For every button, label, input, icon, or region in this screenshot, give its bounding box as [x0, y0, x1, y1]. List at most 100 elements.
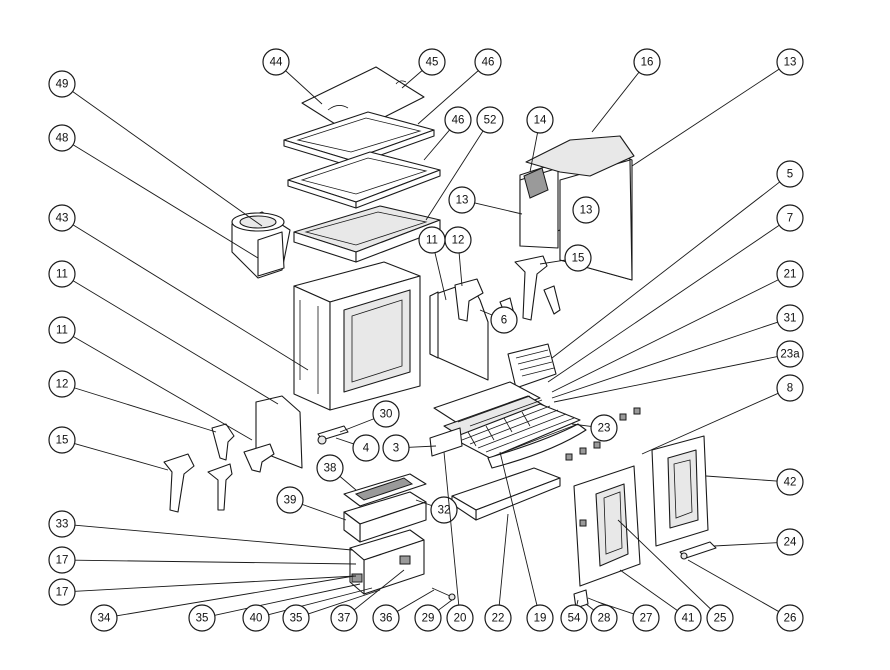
callout-17: 17	[48, 546, 357, 574]
part-42-right-door	[651, 435, 709, 547]
callout-4: 4	[335, 434, 380, 462]
callout-number: 19	[534, 613, 547, 625]
leader-line	[408, 445, 437, 448]
callout-11: 11	[48, 260, 279, 405]
callout-20: 20	[443, 451, 474, 632]
callout-26: 26	[687, 559, 804, 632]
callout-28: 28	[585, 603, 618, 632]
callout-number: 11	[56, 269, 68, 281]
callout-circle	[418, 48, 446, 76]
callout-12: 12	[444, 226, 472, 287]
callout-number: 23a	[780, 349, 800, 361]
leader-line	[438, 599, 453, 611]
callout-3: 3	[382, 434, 437, 462]
callout-33: 33	[48, 510, 353, 551]
callout-12: 12	[48, 370, 217, 433]
leader-line	[302, 503, 347, 521]
callout-number: 6	[501, 315, 507, 327]
leader-line	[214, 583, 361, 616]
leader-line	[339, 476, 357, 491]
callout-circle	[564, 244, 592, 272]
callout-7: 7	[547, 204, 804, 383]
callout-circle	[282, 604, 310, 632]
callout-circle	[776, 160, 804, 188]
leader-line	[72, 224, 309, 371]
part-45-handle	[327, 80, 407, 111]
leader-line	[576, 599, 579, 606]
callout-16: 16	[591, 48, 661, 133]
callout-circle	[526, 106, 554, 134]
callout-13: 13	[448, 186, 523, 215]
leader-line	[553, 356, 778, 403]
callout-number: 17	[56, 555, 69, 567]
callout-circle	[776, 304, 804, 332]
callout-circle	[590, 604, 618, 632]
callout-circle	[330, 604, 358, 632]
callout-circle	[418, 226, 446, 254]
part-43-stove-body	[293, 261, 421, 411]
leader-line	[74, 524, 353, 551]
leader-line	[529, 132, 538, 173]
callout-number: 15	[56, 435, 69, 447]
leader-line	[72, 144, 259, 259]
part-14-baffle-bracket	[523, 167, 549, 199]
leader-line	[73, 336, 253, 441]
callout-circle	[372, 400, 400, 428]
callout-13: 13	[631, 48, 804, 167]
callout-number: 48	[56, 133, 69, 145]
callout-circle	[476, 106, 504, 134]
callout-circle	[706, 604, 734, 632]
callout-circle	[276, 486, 304, 514]
callout-number: 23	[598, 423, 611, 435]
leader-line	[631, 68, 780, 167]
callout-circle	[776, 468, 804, 496]
callout-number: 39	[284, 495, 297, 507]
callout-circle	[448, 186, 476, 214]
leader-line	[423, 129, 450, 161]
leader-line	[687, 559, 779, 612]
callout-circle	[484, 604, 512, 632]
callout-24: 24	[713, 528, 804, 556]
callout-35: 35	[282, 589, 381, 632]
callout-circle	[490, 306, 518, 334]
callout-number: 11	[56, 325, 68, 337]
callout-number: 15	[572, 253, 585, 265]
leader-line	[339, 418, 375, 433]
callout-number: 35	[290, 613, 303, 625]
callout-34: 34	[90, 575, 355, 632]
callout-number: 41	[682, 613, 695, 625]
callout-43: 43	[48, 204, 309, 371]
callout-27: 27	[597, 601, 660, 632]
callout-circle	[48, 204, 76, 232]
callout-number: 27	[640, 613, 653, 625]
callout-number: 24	[784, 537, 797, 549]
leader-line	[417, 70, 479, 125]
callout-number: 40	[250, 613, 263, 625]
callout-circle	[776, 340, 804, 368]
callout-37: 37	[330, 569, 405, 632]
callout-number: 52	[484, 115, 497, 127]
part-5-7-grate-parts	[433, 343, 557, 441]
callout-circle	[242, 604, 270, 632]
leader-line	[591, 71, 640, 133]
leader-line	[335, 437, 354, 445]
callout-number: 22	[492, 613, 505, 625]
part-38-39-32-boxes	[343, 473, 427, 543]
part-20-23-front-bar	[429, 423, 587, 469]
callout-circle	[48, 546, 76, 574]
callout-number: 46	[452, 115, 465, 127]
callout-14: 14	[526, 106, 554, 173]
callout-6: 6	[479, 306, 518, 334]
callout-circle	[48, 510, 76, 538]
callout-31: 31	[551, 304, 804, 399]
callout-54: 54	[560, 599, 588, 632]
callout-38: 38	[316, 454, 357, 491]
leader-line	[597, 601, 634, 615]
callout-circle	[352, 434, 380, 462]
part-30-4-3-fittings	[317, 425, 349, 445]
leader-line	[397, 589, 435, 612]
leader-line	[571, 423, 592, 427]
callout-49: 49	[48, 70, 263, 227]
callout-number: 42	[784, 477, 797, 489]
